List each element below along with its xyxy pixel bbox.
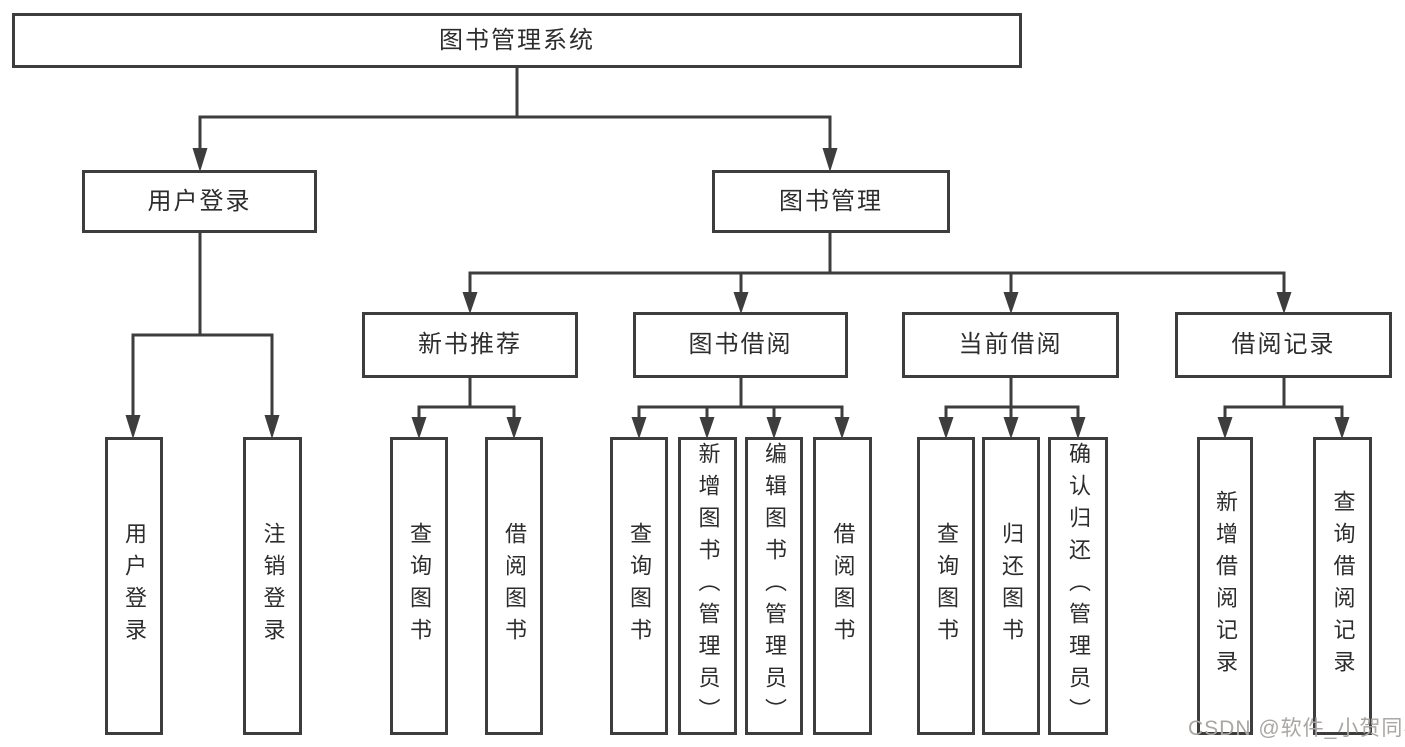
node-book-management-branch: 图书管理: [712, 170, 950, 233]
node-current-borrowing-label: 当前借阅: [958, 331, 1063, 358]
node-borrowing-records-label: 借阅记录: [1231, 331, 1336, 358]
leaf-return-book: 归还图书: [982, 437, 1040, 735]
leaf-borrow-books-1: 借阅图书: [485, 437, 543, 735]
leaf-return-book-label: 归还图书: [999, 522, 1024, 650]
leaf-confirm-return-admin: 确认归还（管理员）: [1048, 437, 1108, 735]
leaf-query-books-2-label: 查询图书: [627, 522, 652, 650]
leaf-add-book-admin: 新增图书（管理员）: [678, 437, 737, 735]
leaf-logout-label: 注销登录: [260, 522, 286, 650]
leaf-query-books-1-label: 查询图书: [407, 522, 432, 650]
node-new-book-recommendation: 新书推荐: [362, 312, 578, 378]
node-borrowing-records: 借阅记录: [1175, 312, 1392, 378]
leaf-user-login-label: 用户登录: [122, 522, 147, 650]
leaf-add-borrow-record-label: 新增借阅记录: [1213, 490, 1238, 682]
leaf-logout: 注销登录: [243, 437, 302, 735]
leaf-query-books-2: 查询图书: [610, 437, 668, 735]
leaf-query-books-3-label: 查询图书: [934, 522, 959, 650]
leaf-add-borrow-record: 新增借阅记录: [1197, 437, 1253, 735]
leaf-query-books-1: 查询图书: [390, 437, 448, 735]
node-user-login-branch: 用户登录: [82, 170, 317, 233]
node-book-borrowing-label: 图书借阅: [688, 331, 793, 358]
leaf-edit-book-admin: 编辑图书（管理员）: [745, 437, 803, 735]
node-current-borrowing: 当前借阅: [902, 312, 1119, 378]
node-book-management-label: 图书管理: [779, 187, 883, 215]
node-book-borrowing: 图书借阅: [633, 312, 848, 378]
leaf-query-borrow-record: 查询借阅记录: [1313, 437, 1372, 735]
leaf-borrow-books-1-label: 借阅图书: [502, 522, 527, 650]
leaf-query-books-3: 查询图书: [917, 437, 975, 735]
leaf-borrow-books-2-label: 借阅图书: [830, 522, 856, 650]
csdn-watermark: CSDN @软件_小贺同学: [1188, 717, 1405, 740]
leaf-user-login: 用户登录: [105, 437, 163, 735]
leaf-confirm-return-admin-label: 确认归还（管理员）: [1066, 442, 1091, 730]
node-system-root-label: 图书管理系统: [439, 26, 595, 54]
node-system-root: 图书管理系统: [12, 13, 1022, 68]
leaf-edit-book-admin-label: 编辑图书（管理员）: [762, 442, 787, 730]
node-new-book-recommendation-label: 新书推荐: [418, 331, 522, 358]
leaf-borrow-books-2: 借阅图书: [813, 437, 872, 735]
leaf-query-borrow-record-label: 查询借阅记录: [1330, 490, 1356, 682]
leaf-add-book-admin-label: 新增图书（管理员）: [695, 442, 721, 730]
node-user-login-label: 用户登录: [147, 187, 252, 215]
